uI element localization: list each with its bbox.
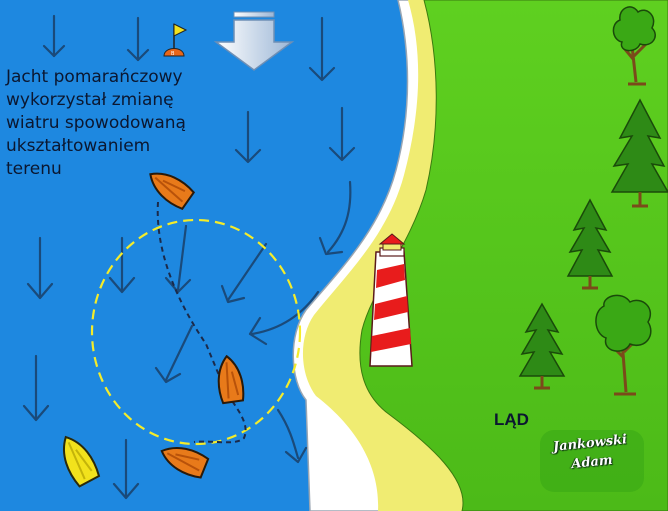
orange-yacht: [149, 172, 196, 211]
wind-direction-arrow-icon: [248, 290, 320, 346]
buoy-flag-icon: B: [163, 23, 188, 57]
land: [359, 0, 668, 511]
wind-direction-arrow-icon: [154, 324, 194, 384]
buoy-mark: B: [171, 51, 175, 57]
wind-direction-arrow-icon: [108, 236, 136, 294]
tree-icon: [518, 302, 566, 390]
wind-direction-arrow-icon: [220, 242, 268, 304]
tree-icon: [612, 6, 656, 86]
wind-shift-zone: [90, 218, 302, 446]
yellow-yacht: [62, 435, 101, 488]
wind-direction-arrow-icon: [308, 16, 336, 82]
wind-direction-arrow-icon: [234, 110, 262, 164]
wind-direction-arrow-icon: [318, 180, 352, 256]
wind-direction-arrow-icon: [276, 408, 308, 464]
wind-direction-arrow-icon: [112, 438, 140, 500]
tree-icon: [566, 198, 614, 290]
wind-direction-arrow-icon: [26, 236, 54, 300]
tree-icon: [595, 294, 652, 396]
lighthouse-icon: [369, 233, 413, 367]
diagram-caption: Jacht pomarańczowy wykorzystał zmianę wi…: [6, 67, 186, 179]
land-label: LĄD: [494, 410, 529, 429]
true-wind-arrow-icon: [213, 11, 295, 71]
orange-yacht: [217, 354, 245, 405]
wind-direction-arrow-icon: [164, 224, 192, 294]
orange-yacht-course-line: [156, 201, 247, 444]
orange-yacht: [160, 447, 210, 479]
wind-direction-arrow-icon: [22, 354, 50, 422]
tree-icon: [610, 98, 668, 208]
wind-direction-arrow-icon: [126, 16, 150, 62]
wind-direction-arrow-icon: [328, 106, 356, 162]
wind-direction-arrow-icon: [42, 14, 66, 58]
signature-panel: [540, 430, 644, 492]
